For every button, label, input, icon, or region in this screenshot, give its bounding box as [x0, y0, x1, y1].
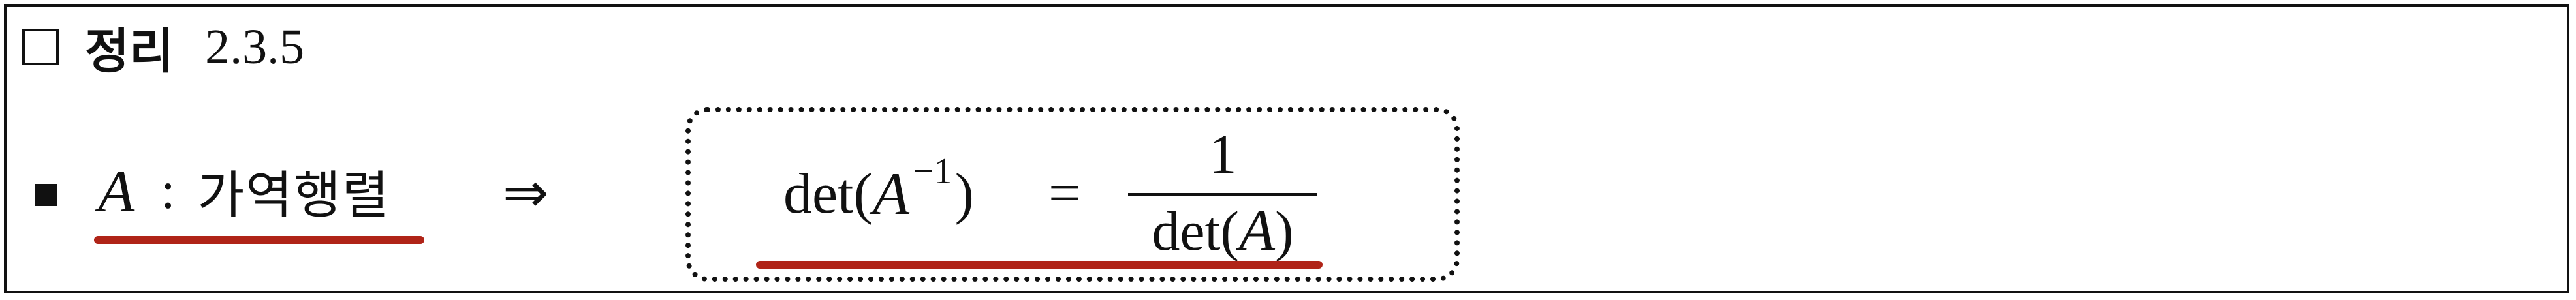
empty-square-icon	[22, 29, 59, 65]
condition-underline	[94, 236, 424, 244]
lhs-matrix-variable: A	[872, 160, 910, 227]
formula-lhs: det( A −1 )	[783, 151, 974, 230]
colon-separator: :	[161, 162, 176, 220]
lhs-close-paren: )	[954, 162, 974, 226]
filled-square-bullet-icon	[35, 184, 57, 206]
fraction-denominator: det(A)	[1128, 198, 1317, 263]
equals-sign: =	[1048, 162, 1081, 225]
den-close-paren: )	[1275, 200, 1294, 262]
den-det-function: det(	[1152, 200, 1240, 262]
theorem-title: 정리 2.3.5	[22, 14, 304, 80]
condition-statement: A : 가역행렬	[98, 155, 390, 227]
fraction-bar	[1128, 193, 1317, 196]
theorem-label: 정리	[85, 23, 174, 80]
theorem-number: 2.3.5	[205, 19, 305, 74]
fraction-numerator: 1	[1208, 123, 1237, 185]
condition-text: 가역행렬	[197, 166, 390, 225]
lhs-inverse-exponent: −1	[913, 151, 952, 192]
den-matrix-variable: A	[1239, 198, 1276, 263]
formula-dotted-box	[685, 107, 1460, 282]
lhs-det-function: det(	[783, 162, 873, 226]
implies-arrow: ⇒	[503, 160, 549, 224]
theorem-frame	[4, 4, 2569, 293]
formula-underline	[756, 261, 1323, 269]
matrix-variable: A	[98, 158, 135, 224]
